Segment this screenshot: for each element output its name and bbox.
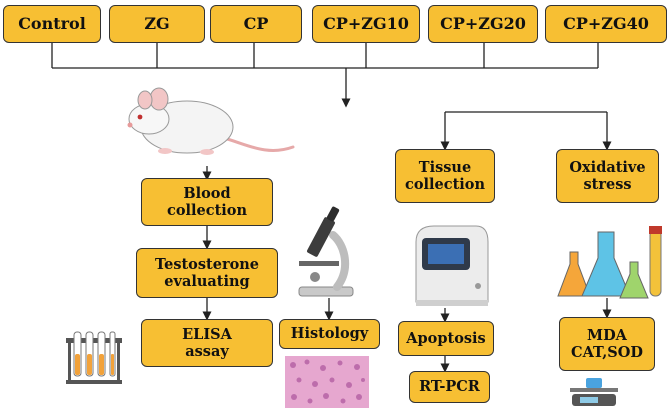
rt-pcr-label: RT-PCR — [419, 378, 480, 396]
group-cp-box: CP — [210, 5, 302, 43]
elisa-line1: ELISA — [182, 325, 232, 343]
microscope-icon — [298, 206, 354, 297]
group-cp-label: CP — [243, 14, 269, 34]
scale-icon — [570, 378, 618, 406]
group-cp-zg20-label: CP+ZG20 — [440, 14, 526, 34]
testosterone-line1: Testosterone — [154, 255, 260, 273]
testosterone-line2: evaluating — [164, 273, 250, 290]
pcr-machine-icon — [415, 225, 489, 306]
blood-collection-line1: Blood — [183, 184, 231, 202]
group-control-label: Control — [18, 14, 86, 34]
apoptosis-label: Apoptosis — [406, 329, 486, 347]
group-cp-zg40-label: CP+ZG40 — [563, 14, 649, 34]
group-zg-box: ZG — [109, 5, 205, 43]
oxidative-stress-line2: stress — [583, 176, 632, 193]
group-cp-zg40-box: CP+ZG40 — [545, 5, 667, 43]
tissue-collection-line2: collection — [405, 176, 485, 193]
group-cp-zg20-box: CP+ZG20 — [428, 5, 538, 43]
elisa-line2: assay — [185, 343, 229, 360]
flasks-icon — [557, 226, 662, 299]
group-zg-label: ZG — [144, 14, 170, 34]
test-tubes-icon — [66, 331, 122, 384]
group-cp-zg10-label: CP+ZG10 — [323, 14, 409, 34]
histology-box: Histology — [279, 319, 380, 349]
mda-line1: MDA — [587, 326, 627, 344]
cat-sod-line2: CAT,SOD — [571, 344, 643, 361]
apoptosis-box: Apoptosis — [398, 321, 494, 356]
histology-label: Histology — [290, 325, 369, 343]
group-cp-zg10-box: CP+ZG10 — [312, 5, 420, 43]
histology-slide-icon — [285, 356, 369, 408]
tissue-collection-line1: Tissue — [418, 158, 472, 176]
group-control-box: Control — [3, 5, 101, 43]
rt-pcr-box: RT-PCR — [409, 371, 490, 403]
blood-collection-line2: collection — [167, 202, 247, 219]
oxidative-stress-line1: Oxidative — [569, 158, 646, 176]
rat-icon — [127, 87, 295, 155]
